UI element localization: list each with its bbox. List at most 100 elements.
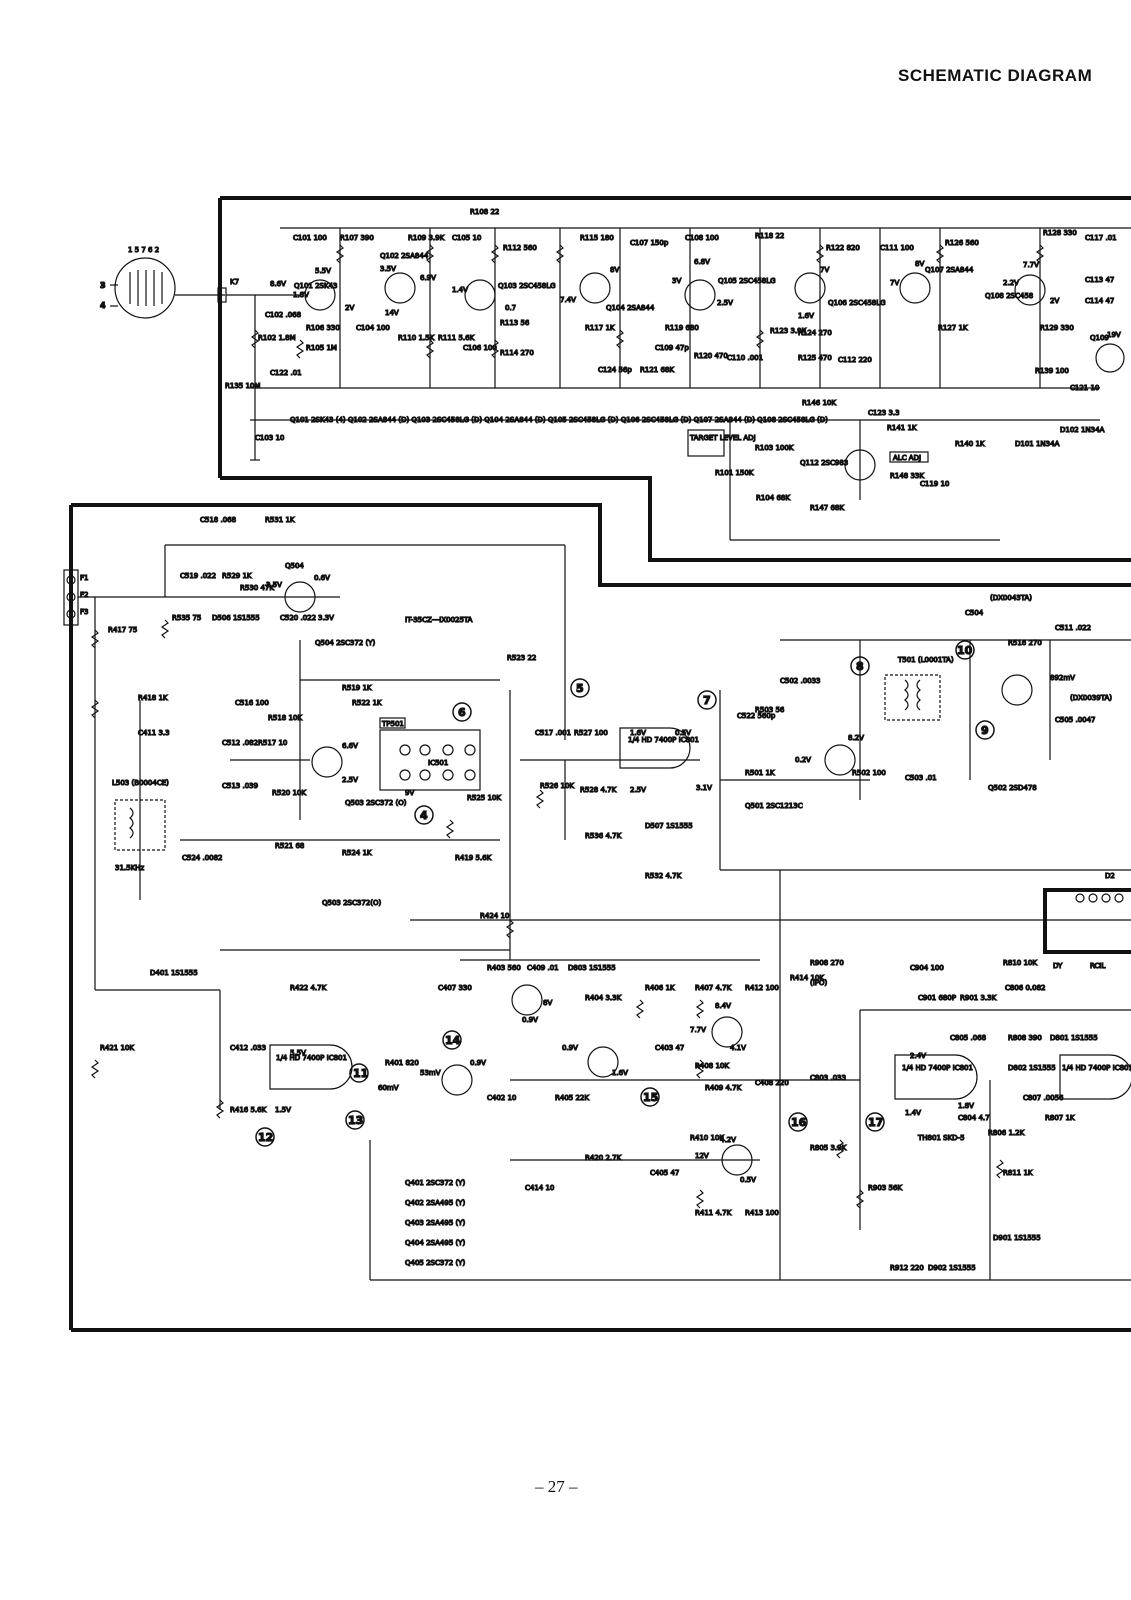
tube-pin-labels: 1 5 7 6 2	[128, 246, 159, 254]
d507-label: D507 1S1555	[645, 822, 693, 830]
r123-label: R123 3.9K	[770, 327, 807, 335]
v-16v: 1.6V	[630, 729, 646, 737]
voltage-68v: 6.8V	[694, 258, 710, 266]
r520-label: R520 10K	[272, 789, 306, 797]
rcil-label: RCIL	[1090, 962, 1105, 970]
r416-label: R416 5.6K	[230, 1106, 267, 1114]
r408-label: R408 10K	[695, 1062, 729, 1070]
r120-label: R120 470	[694, 352, 728, 360]
v-09v-c: 0.9V	[562, 1044, 578, 1052]
r128-label: R128 330	[1043, 229, 1077, 237]
c122-label: C122 .01	[270, 369, 302, 377]
r412-label: R412 100	[745, 984, 779, 992]
q405-list-item: Q405 2SC372 (Y)	[405, 1259, 465, 1267]
r139-label: R139 100	[1035, 367, 1069, 375]
top-transistor-list: Q101 2SK43 (4) Q102 2SA844 (D) Q103 2SC4…	[290, 416, 828, 424]
voltage-35v: 3.5V	[380, 265, 396, 273]
c112-label: C112 220	[838, 356, 872, 364]
c511-label: C511 .022	[1055, 624, 1091, 632]
dx0043ta-label: (DX0043TA)	[990, 594, 1032, 602]
r110-label: R110 1.5K	[398, 334, 435, 342]
c105-label: C105 10	[452, 234, 481, 242]
c901-label: C901 680P	[918, 994, 956, 1002]
nand-ic801-b-label: 1/4 HD 7400P IC801	[276, 1054, 347, 1062]
voltage-2v: 2V	[345, 304, 354, 312]
ipo-label: (IPO)	[810, 979, 828, 987]
nand-ic801-d-label: 1/4 HD 7400P IC801	[1062, 1064, 1131, 1072]
v-9v: 9V	[405, 789, 414, 797]
c121-label: C121 10	[1070, 384, 1099, 392]
r526-label: R526 10K	[540, 782, 574, 790]
q504-label: Q504	[285, 562, 304, 570]
c114-label: C114 47	[1085, 297, 1114, 305]
voltage-14v: 14V	[385, 309, 399, 317]
q502-label: Q502 2SD478	[988, 784, 1037, 792]
v-05v: 0.5V	[675, 729, 691, 737]
dy-label: DY	[1053, 962, 1063, 970]
test-point-14: 14	[445, 1034, 461, 1047]
r529-label: R529 1K	[222, 572, 252, 580]
r108-label: R108 22	[470, 208, 499, 216]
r421-label: R421 10K	[100, 1044, 134, 1052]
q504-full-label: Q504 2SC372 (Y)	[315, 639, 375, 647]
v-18v: 1.8V	[958, 1102, 974, 1110]
r901-label: R901 3.3K	[960, 994, 997, 1002]
voltage-55v: 5.5V	[315, 267, 331, 275]
q402-list-item: Q402 2SA495 (Y)	[405, 1199, 466, 1207]
r109-label: R109 3.9K	[408, 234, 445, 242]
r105-label: R105 1M	[306, 344, 337, 352]
voltage-1-4v: 1.4V	[452, 286, 468, 294]
r523-label: R523 22	[507, 654, 536, 662]
d902-label: D902 1S1555	[928, 1264, 976, 1272]
r524-label: R524 1K	[342, 849, 372, 857]
connector-k7-label: K7	[230, 278, 239, 286]
nand-ic801-a-label: 1/4 HD 7400P IC801	[628, 736, 699, 744]
test-point-8: 8	[856, 660, 864, 673]
frequency-label: 31.5KHz	[115, 864, 144, 872]
r808-label: R808 390	[1008, 1034, 1042, 1042]
voltage-86v: 8.6V	[270, 280, 286, 288]
page-number: – 27 –	[535, 1477, 578, 1496]
v-53mv: 53mV	[420, 1069, 441, 1077]
v-66v: 6.6V	[342, 742, 358, 750]
q503-bottom-label: Q503 2SC372(O)	[322, 899, 381, 907]
ic-module-label: IT-35CZ---IX0025TA	[405, 616, 473, 624]
r107-label: R107 390	[340, 234, 374, 242]
c517-label: C517 .001	[535, 729, 571, 737]
r516-label: R516 270	[1008, 639, 1042, 647]
c411-label: C411 3.3	[138, 729, 170, 737]
dy-connector-pins	[1075, 893, 1124, 903]
v-15v: 1.5V	[275, 1106, 291, 1114]
t501-label: T501 (L0001TA)	[897, 656, 954, 664]
r111-label: R111 5.6K	[438, 334, 475, 342]
voltage-3v: 3V	[672, 277, 681, 285]
voltage-16v: 1.6V	[798, 312, 814, 320]
c524-label: C524 .0082	[182, 854, 223, 862]
v-05v-b: 0.5V	[740, 1176, 756, 1184]
r409-label: R409 4.7K	[705, 1084, 742, 1092]
r118-label: R118 22	[755, 232, 784, 240]
ic501-label: IC501	[428, 759, 448, 767]
test-point-16: 16	[791, 1116, 807, 1129]
c503-label: C503 .01	[905, 774, 937, 782]
v-33v: 3.3V	[318, 614, 334, 622]
c123-label: C123 3.3	[868, 409, 900, 417]
v-42v: 4.2V	[720, 1136, 736, 1144]
v-02v: 0.2V	[795, 756, 811, 764]
test-point-17: 17	[868, 1116, 883, 1129]
v-09v-b: 0.9V	[522, 1016, 538, 1024]
target-level-label: TARGET LEVEL ADJ	[689, 434, 756, 442]
c505-label: C505 .0047	[1055, 716, 1096, 724]
test-point-4: 4	[420, 809, 428, 822]
q401-list-item: Q401 2SC372 (Y)	[405, 1179, 465, 1187]
v-12v: 12V	[695, 1152, 709, 1160]
bottom-resistors	[90, 619, 1005, 1209]
r424-label: R424 10	[480, 912, 509, 920]
test-point-9: 9	[981, 724, 989, 737]
r522-label: R522 1K	[352, 699, 382, 707]
c520-label: C520 .022	[280, 614, 316, 622]
c101-label: C101 100	[293, 234, 327, 242]
q103-label: Q103 2SC458LG	[498, 282, 556, 290]
r410-label: R410 10K	[690, 1134, 724, 1142]
v-25v: 2.5V	[342, 776, 358, 784]
